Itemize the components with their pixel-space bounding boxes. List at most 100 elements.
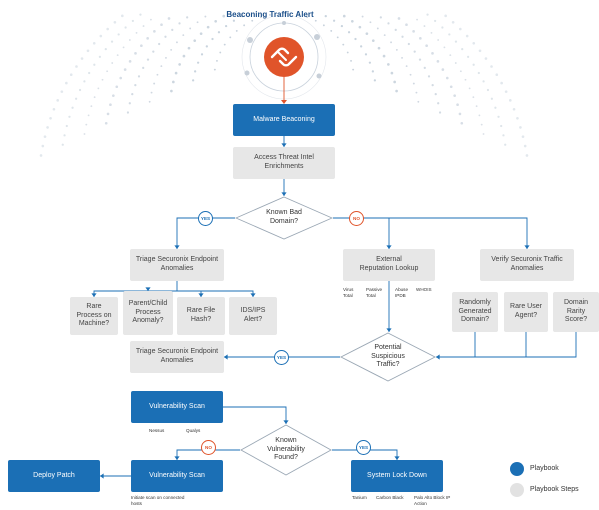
background-dot (83, 133, 86, 135)
background-dot (49, 116, 52, 120)
background-dot (128, 39, 131, 41)
background-dot (409, 73, 412, 76)
background-dot (186, 16, 189, 19)
background-dot (477, 71, 480, 75)
background-dot (438, 111, 442, 114)
background-dot (454, 40, 458, 43)
background-dot (104, 47, 107, 51)
connector-arrowhead (281, 192, 287, 196)
background-dot (412, 82, 415, 85)
background-dot (490, 65, 493, 68)
background-dot (182, 54, 186, 58)
background-dot (97, 87, 100, 90)
background-dot (434, 19, 437, 23)
background-dot (211, 37, 214, 41)
background-dot (475, 105, 478, 108)
background-dot (360, 45, 363, 48)
background-dot (382, 54, 386, 58)
background-dot (153, 82, 156, 85)
background-dot (418, 58, 422, 61)
background-dot (128, 60, 132, 63)
triage-endpoint-node: Triage Securonix Endpoint Anomalies (130, 341, 224, 373)
no-badge: NO (201, 440, 216, 455)
background-dot (148, 100, 151, 103)
legend-playbook-label: Playbook (530, 465, 559, 472)
background-dot (401, 35, 404, 38)
background-dot (167, 17, 171, 20)
background-dot (472, 96, 475, 99)
background-dot (213, 68, 216, 71)
background-dot (484, 57, 488, 60)
background-dot (206, 25, 210, 29)
background-dot (199, 32, 203, 35)
background-dot (126, 111, 130, 114)
background-dot (92, 41, 96, 45)
rare-process-label: Rare Process on Machine? (76, 302, 112, 328)
background-dot (437, 102, 440, 105)
connector-line (176, 217, 235, 249)
background-dot (150, 91, 153, 94)
background-dot (441, 26, 444, 29)
background-dot (131, 19, 134, 23)
background-dot (222, 14, 226, 18)
background-dot (140, 44, 143, 47)
background-dot (137, 75, 141, 78)
background-dot (417, 100, 420, 103)
background-dot (259, 16, 262, 19)
background-dot (63, 134, 66, 137)
background-dot (459, 70, 462, 73)
background-dot (80, 57, 84, 60)
background-dot (112, 94, 115, 97)
background-dot (60, 90, 64, 93)
background-dot (117, 33, 120, 36)
background-dot (71, 106, 74, 109)
random-domain-label: Randomly Generated Domain? (458, 298, 492, 324)
background-dot (412, 82, 415, 85)
background-dot (358, 25, 362, 29)
connector-arrowhead (198, 293, 204, 297)
background-dot (502, 134, 505, 137)
domain-rarity-label: Domain Rarity Score? (563, 298, 589, 324)
background-dot (153, 30, 156, 33)
background-dot (394, 28, 397, 31)
background-dot (214, 20, 217, 23)
background-dot (412, 30, 415, 33)
background-dot (504, 90, 508, 93)
background-dot (112, 94, 115, 97)
background-dot (104, 121, 108, 125)
background-dot (65, 81, 68, 85)
background-dot (361, 15, 364, 18)
background-dot (401, 56, 403, 59)
parent-child-node: Parent/Child Process Anomaly? (123, 291, 173, 335)
background-dot (482, 80, 485, 83)
background-dot (486, 88, 490, 92)
background-dot (134, 52, 137, 55)
background-dot (456, 103, 459, 107)
malware-beaconing-node: Malware Beaconing (233, 104, 335, 136)
background-dot (415, 91, 418, 94)
background-dot (504, 143, 507, 146)
background-dot (110, 40, 114, 43)
abuse-ipdb-label: Abuse IPDB (395, 287, 409, 298)
yes-badge: YES (356, 440, 371, 455)
background-dot (379, 16, 382, 19)
background-dot (387, 22, 390, 25)
background-dot (109, 103, 112, 107)
background-dot (170, 89, 173, 93)
background-dot (441, 68, 445, 71)
background-dot (413, 50, 416, 53)
background-dot (115, 85, 119, 89)
nessus-label: Nessus (149, 428, 165, 433)
background-dot (123, 68, 127, 71)
background-dot (139, 13, 142, 16)
background-dot (104, 47, 107, 51)
background-dot (193, 39, 197, 42)
background-dot (364, 53, 368, 56)
background-dot (43, 135, 47, 138)
background-dot (525, 154, 529, 157)
background-dot (176, 41, 178, 44)
background-dot (401, 35, 404, 38)
background-dot (342, 14, 346, 18)
background-dot (98, 55, 101, 58)
background-dot (106, 112, 110, 116)
